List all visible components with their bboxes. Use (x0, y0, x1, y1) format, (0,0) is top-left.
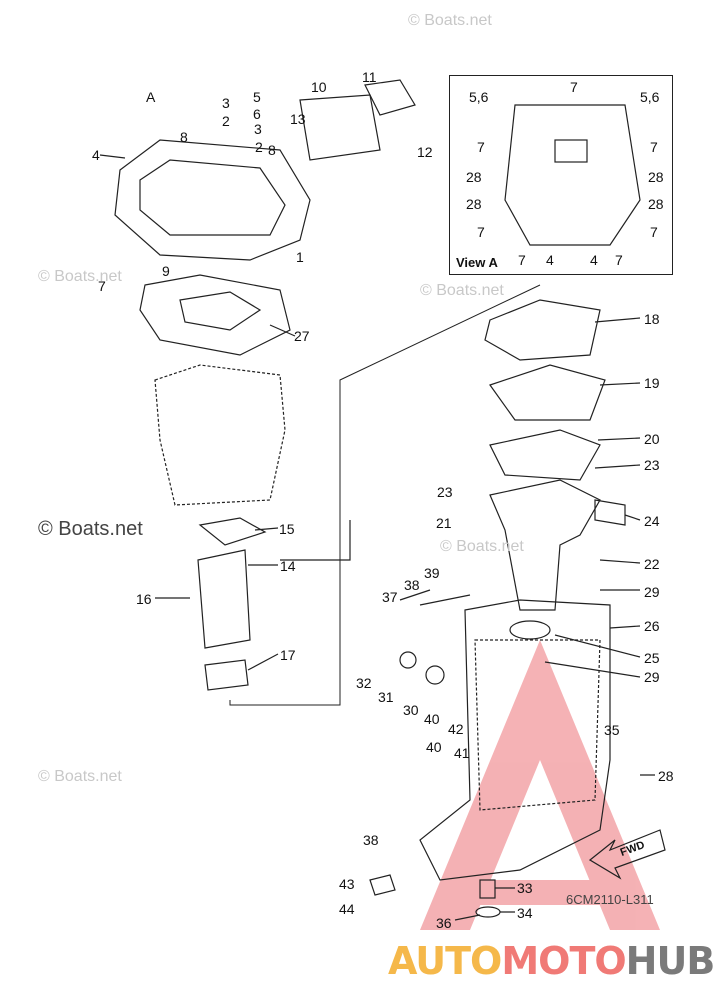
callout: 28 (658, 768, 674, 784)
view-a-callout: 7 (518, 252, 526, 268)
view-a-callout: 7 (477, 224, 485, 240)
callout: 31 (378, 689, 394, 705)
callout: 29 (644, 584, 660, 600)
view-a-title: View A (456, 255, 498, 270)
upper-casing (114, 139, 311, 261)
exhaust-guide (299, 94, 381, 161)
callout: 43 (339, 876, 355, 892)
callout: 3 (254, 121, 262, 137)
callout: 21 (436, 515, 452, 531)
view-a-callout: 7 (650, 224, 658, 240)
callout: 30 (403, 702, 419, 718)
lower-casing-26 (419, 599, 611, 881)
callout: 24 (644, 513, 660, 529)
callout: 9 (162, 263, 170, 279)
callout: 33 (517, 880, 533, 896)
callout: 22 (644, 556, 660, 572)
callout: 25 (644, 650, 660, 666)
gasket-27 (139, 274, 291, 356)
callout: 36 (436, 915, 452, 931)
callout: 34 (517, 905, 533, 921)
callout: 13 (290, 111, 306, 127)
callout: 18 (644, 311, 660, 327)
callout: 44 (339, 901, 355, 917)
callout: 19 (644, 375, 660, 391)
brand-watermark: AUTOMOTOHUB (388, 940, 714, 982)
view-a-callout: 5,6 (469, 89, 489, 105)
brand-part-1: AUTO (388, 939, 502, 983)
view-a-callout: 4 (590, 252, 598, 268)
callout: 35 (604, 722, 620, 738)
callout: 27 (294, 328, 310, 344)
watermark-text: © Boats.net (440, 538, 524, 555)
view-a-callout: 5,6 (640, 89, 660, 105)
watermark-text: © Boats.net (408, 12, 492, 29)
callout: 8 (180, 129, 188, 145)
callout: 4 (92, 147, 100, 163)
callout: 20 (644, 431, 660, 447)
callout: 32 (356, 675, 372, 691)
callout: 1 (296, 249, 304, 265)
watermark-text: © Boats.net (38, 268, 122, 285)
callout: A (146, 89, 156, 105)
callout: 6 (253, 106, 261, 122)
brand-part-3: HUB (625, 939, 714, 983)
callout: 2 (222, 113, 230, 129)
callout: 17 (280, 647, 296, 663)
view-a-callout: 7 (570, 79, 578, 95)
callout: 37 (382, 589, 398, 605)
callout: 12 (417, 144, 433, 160)
watermark-text: © Boats.net (38, 768, 122, 785)
callout: 26 (644, 618, 660, 634)
fwd-arrow-icon (588, 829, 666, 880)
view-a-inset (449, 75, 673, 275)
callout: 5 (253, 89, 261, 105)
view-a-callout: 7 (650, 139, 658, 155)
callout: 8 (268, 142, 276, 158)
callout: 14 (280, 558, 296, 574)
callout: 7 (98, 278, 106, 294)
callout: 40 (426, 739, 442, 755)
gasket-19 (489, 364, 606, 421)
watermark-text: © Boats.net (420, 282, 504, 299)
view-a-callout: 28 (648, 196, 664, 212)
callout: 10 (311, 79, 327, 95)
callout: 42 (448, 721, 464, 737)
callout: 41 (454, 745, 470, 761)
callout: 38 (404, 577, 420, 593)
callout: 2 (255, 139, 263, 155)
watermark-text: © Boats.net (38, 518, 143, 540)
callout: 39 (424, 565, 440, 581)
callout: 3 (222, 95, 230, 111)
brand-part-2: MOTO (501, 939, 626, 983)
callout: 15 (279, 521, 295, 537)
gasket-20 (489, 429, 601, 481)
view-a-callout: 7 (615, 252, 623, 268)
view-a-callout: 28 (466, 169, 482, 185)
callout: 16 (136, 591, 152, 607)
callout: 11 (362, 69, 377, 85)
view-a-callout: 28 (466, 196, 482, 212)
callout: 29 (644, 669, 660, 685)
gasket-18 (484, 299, 601, 361)
callout: 23 (437, 484, 453, 500)
view-a-callout: 7 (477, 139, 485, 155)
view-a-callout: 4 (546, 252, 554, 268)
diagram-code: 6CM2110-L311 (566, 892, 654, 907)
callout: 23 (644, 457, 660, 473)
view-a-callout: 28 (648, 169, 664, 185)
callout: 38 (363, 832, 379, 848)
upper-case-21 (489, 479, 601, 611)
callout: 40 (424, 711, 440, 727)
watermark-triangle (420, 640, 660, 930)
